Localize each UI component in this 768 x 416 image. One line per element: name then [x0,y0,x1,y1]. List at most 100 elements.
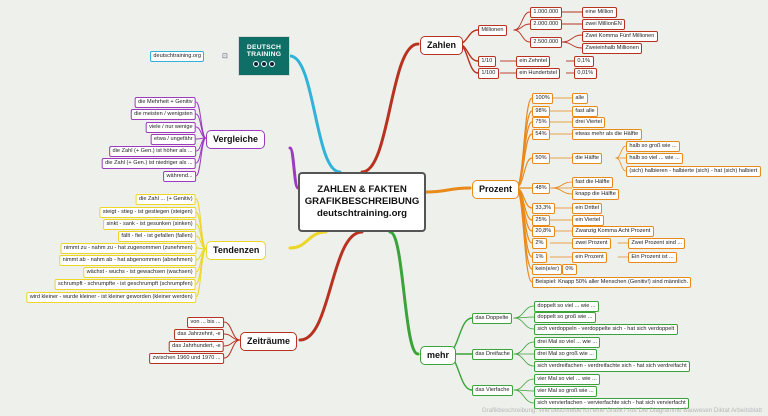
link-icon: ⊡ [222,53,228,60]
vergleiche-item: die meisten / wenigsten [130,109,196,121]
millionen-text-edge-2 [561,34,583,43]
prozent-number: 50% [532,153,550,165]
millionen-text: Zweieinhalb Millionen [582,43,643,55]
prozent-number: 75% [532,117,550,129]
prozent-number: 2% [532,238,547,250]
mehr-group-label: das Vierfache [472,385,513,397]
central-topic-line-2: GRAFIKBESCHREIBUNG [304,196,420,207]
tendenzen-item: wächst - wuchs - ist gewachsen (wachsen) [83,267,196,279]
prozent-subtext: (sich) halbieren - halbierte (sich) - ha… [626,166,761,178]
prozent-number: 98% [532,106,550,118]
prozent-number: 1% [532,252,547,264]
prozent-example: Beispiel: Knapp 50% aller Menschen (Geni… [532,277,692,289]
mehr-group-label: das Doppelte [472,313,512,325]
prozent-number: 100% [532,93,554,105]
category-zeitraeume: Zeiträume [240,331,298,351]
prozent-multi-edge-5-1 [551,187,573,195]
category-prozent: Prozent [472,179,520,199]
prozent-edge-1 [515,110,533,189]
millionen-number: 1.000.000 [530,7,562,19]
tendenzen-item: fällt - fiel - ist gefallen (fallen) [118,231,196,243]
fraction-text: ein Zehntel [516,56,551,68]
prozent-text: fast alle [572,106,599,118]
website-label: deutschtraining.org [150,51,205,63]
millionen-text: Zwei Komma Fünf Millionen [582,31,658,43]
mehr-item: doppelt so viel ... wie ... [534,301,599,313]
tendenzen-item: steigt - stieg - ist gestiegen (steigen) [99,207,196,219]
millionen-number: 2.500.000 [530,37,562,49]
logo-line-2: TRAINING [246,50,282,58]
prozent-number: kein(e/er) [532,264,563,276]
central-topic-line-3: deutschtraining.org [316,207,408,219]
prozent-subtext: halb so viel ... wie ... [626,153,684,165]
millionen-text-edge-2b [561,41,583,49]
zeitraeume-item: das Jahrzehnt, -e [173,329,224,341]
vergleiche-edge-6 [195,137,207,177]
mehr-group-label: das Dreifache [472,349,514,361]
tendenzen-item: die Zahl ... (+ Genitiv) [135,194,196,206]
mehr-item: vier Mal so viel ... wie ... [534,374,601,386]
vergleiche-item: während... [163,171,196,183]
logo-icons [253,61,275,68]
millionen-text: eine Million [582,7,617,19]
mehr-item: vier Mal so groß wie ... [534,386,598,398]
prozent-edge-2 [515,121,533,189]
prozent-number: 48% [532,183,550,195]
branch-zeitraeume-edge [298,230,364,342]
vergleiche-item: die Zahl (+ Gen.) ist höher als ... [109,146,196,158]
vergleiche-item: viele / nur wenige [145,122,196,134]
prozent-text: zwei Prozent [572,238,611,250]
millionen-number: 2.000.000 [530,19,562,31]
prozent-text: fast die Hälfte [572,177,613,189]
zeitraeume-item: von ... bis ... [187,317,224,329]
prozent-text: 0% [562,264,577,276]
mehr-item: drei Mal so groß wie ... [534,349,598,361]
prozent-subtext: Zwei Prozent sind ... [628,238,686,250]
branch-mehr-edge [388,230,420,356]
prozent-text: ein Drittel [572,203,603,215]
category-zahlen: Zahlen [420,35,464,55]
zeitraeume-item: das Jahrhundert, -e [168,341,224,353]
millionen-text: zwei MillionEN [582,19,626,31]
prozent-text: drei Viertel [572,117,606,129]
mehr-item-edge-0-0 [513,305,535,319]
category-vergleiche: Vergleiche [206,129,266,149]
branch-vergleiche-edge [288,146,300,190]
prozent-text: knapp die Hälfte [572,189,620,201]
category-tendenzen: Tendenzen [206,240,267,260]
prozent-multi-edge-5-0 [551,181,573,189]
fraction-number: 1/10 [478,56,496,68]
mehr-item: sich verdoppeln - verdoppelte sich - hat… [534,324,678,336]
fraction-text: ein Hundertstel [516,68,561,80]
central-topic-line-1: ZAHLEN & FAKTEN [317,184,407,196]
branch-website-edge [288,54,342,174]
tendenzen-item: schrumpft - schrumpfte - ist geschrumpft… [54,279,196,291]
people-icon [269,61,275,68]
prozent-number: 54% [532,129,550,141]
branch-tendenzen-edge [288,230,328,250]
prozent-subtext: Ein Prozent ist ... [628,252,678,264]
gear-icon [261,61,267,68]
tendenzen-item: sinkt - sank - ist gesunken (sinken) [103,219,196,231]
logo-line-1: DEUTSCH [246,43,282,51]
speech-icon [253,61,259,68]
mehr-item-edge-1-2 [513,353,535,367]
prozent-text: etwas mehr als die Hälfte [572,129,642,141]
prozent-text: alle [572,93,588,105]
mehr-item-edge-2-2 [513,389,535,404]
prozent-subtext: halb so groß wie ... [626,141,681,153]
tendenzen-item: nimmt zu - nahm zu - hat zugenommen (zun… [60,243,196,255]
central-topic: ZAHLEN & FAKTEN GRAFIKBESCHREIBUNG deuts… [298,172,426,232]
mehr-item-edge-1-0 [513,341,535,355]
prozent-number: 20,8% [532,226,555,238]
footer-caption: Grafikbeschreibung: Wie beschreibe ich e… [481,407,762,414]
branch-prozent-edge [424,186,472,194]
tendenzen-item: wird kleiner - wurde kleiner - ist klein… [26,292,196,304]
zeitraeume-item: zwischen 1960 und 1970 ... [149,353,224,365]
deutschtraining-logo: DEUTSCH TRAINING [238,36,290,76]
tendenzen-edge-8 [195,248,207,298]
prozent-number: 25% [532,215,550,227]
prozent-text: ein Viertel [572,215,604,227]
prozent-sub-edge-4-2 [615,157,627,172]
